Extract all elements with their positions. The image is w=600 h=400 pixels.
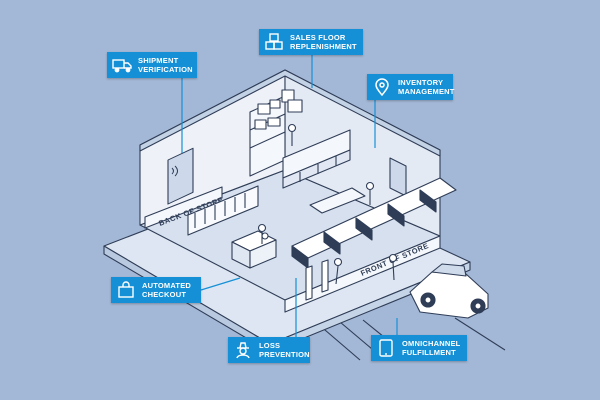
stockroom-shelving bbox=[249, 89, 303, 177]
tablet-icon bbox=[379, 339, 393, 357]
checkout-counter bbox=[231, 230, 277, 269]
location-pin-icon bbox=[375, 78, 389, 97]
callout-line: FULFILLMENT bbox=[402, 348, 456, 357]
callout-line: CHECKOUT bbox=[142, 290, 187, 299]
callout-line: VERIFICATION bbox=[138, 65, 193, 74]
shopping-bag-icon bbox=[118, 281, 134, 298]
callout-line: PREVENTION bbox=[259, 350, 310, 359]
parked-car bbox=[409, 263, 489, 319]
clothing-racks bbox=[187, 185, 259, 236]
callout-line: OMNICHANNEL bbox=[402, 339, 461, 348]
boxes-icon bbox=[265, 33, 283, 50]
callout-line: REPLENISHMENT bbox=[290, 42, 357, 51]
stockroom-partition bbox=[144, 186, 223, 229]
rfid-wave-icon bbox=[171, 165, 178, 177]
callout-line: SALES FLOOR bbox=[290, 33, 346, 42]
storefront-awning bbox=[291, 177, 457, 269]
callout-line: AUTOMATED bbox=[142, 281, 192, 290]
callout-line: SHIPMENT bbox=[138, 56, 179, 65]
callout-line: INVENTORY bbox=[398, 78, 444, 87]
thief-icon bbox=[236, 342, 250, 359]
sales-floor-shelves bbox=[282, 129, 366, 214]
security-gates bbox=[305, 259, 329, 301]
front-wall bbox=[284, 235, 441, 313]
callout-line: MANAGEMENT bbox=[398, 87, 455, 96]
shoppers bbox=[257, 123, 398, 285]
callout-line: LOSS bbox=[259, 341, 281, 350]
truck-icon bbox=[112, 59, 132, 73]
